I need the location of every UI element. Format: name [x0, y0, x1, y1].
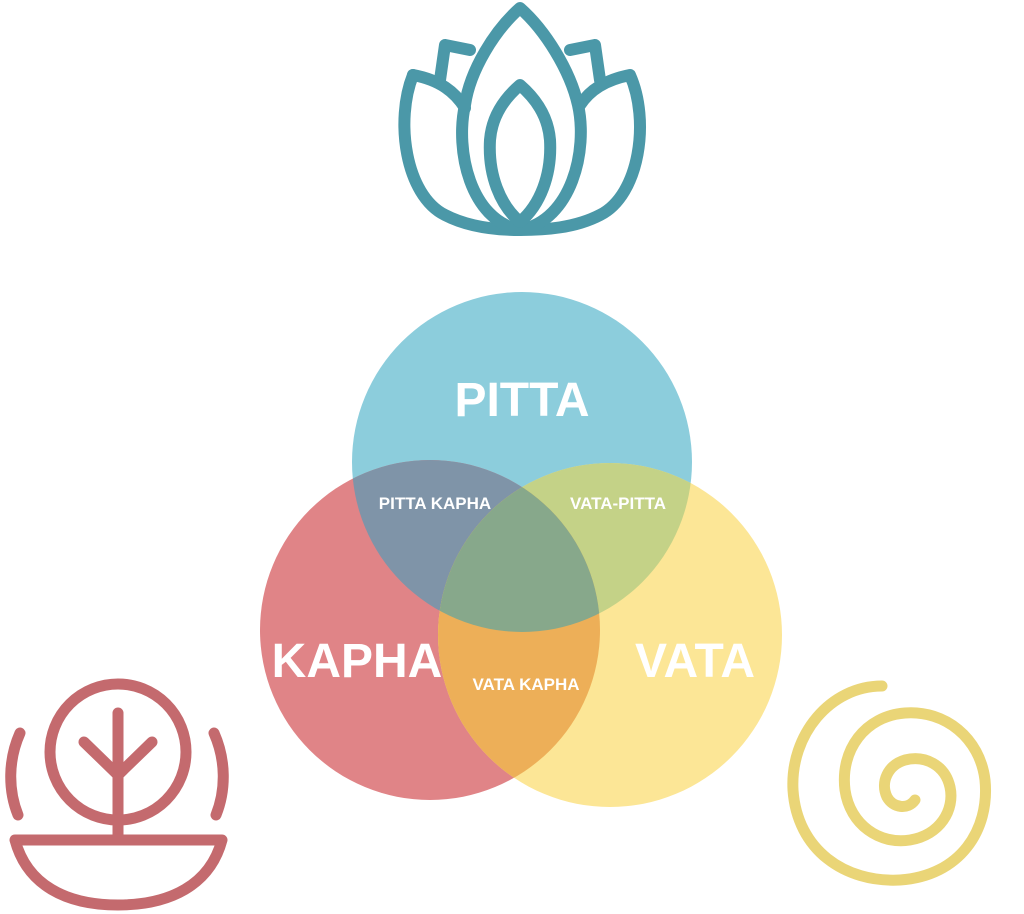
spiral-icon — [787, 680, 992, 886]
vata-pitta-label: VATA-PITTA — [570, 494, 666, 513]
center-overlap — [438, 463, 600, 632]
kapha-label: KAPHA — [272, 635, 443, 688]
pitta-kapha-label: PITTA KAPHA — [379, 494, 491, 513]
venn-diagram — [260, 292, 782, 807]
vata-kapha-label: VATA KAPHA — [472, 675, 579, 694]
lotus-icon — [398, 2, 646, 236]
pitta-label: PITTA — [454, 374, 589, 427]
plant-bowl-icon — [5, 678, 229, 911]
vata-label: VATA — [635, 635, 755, 688]
